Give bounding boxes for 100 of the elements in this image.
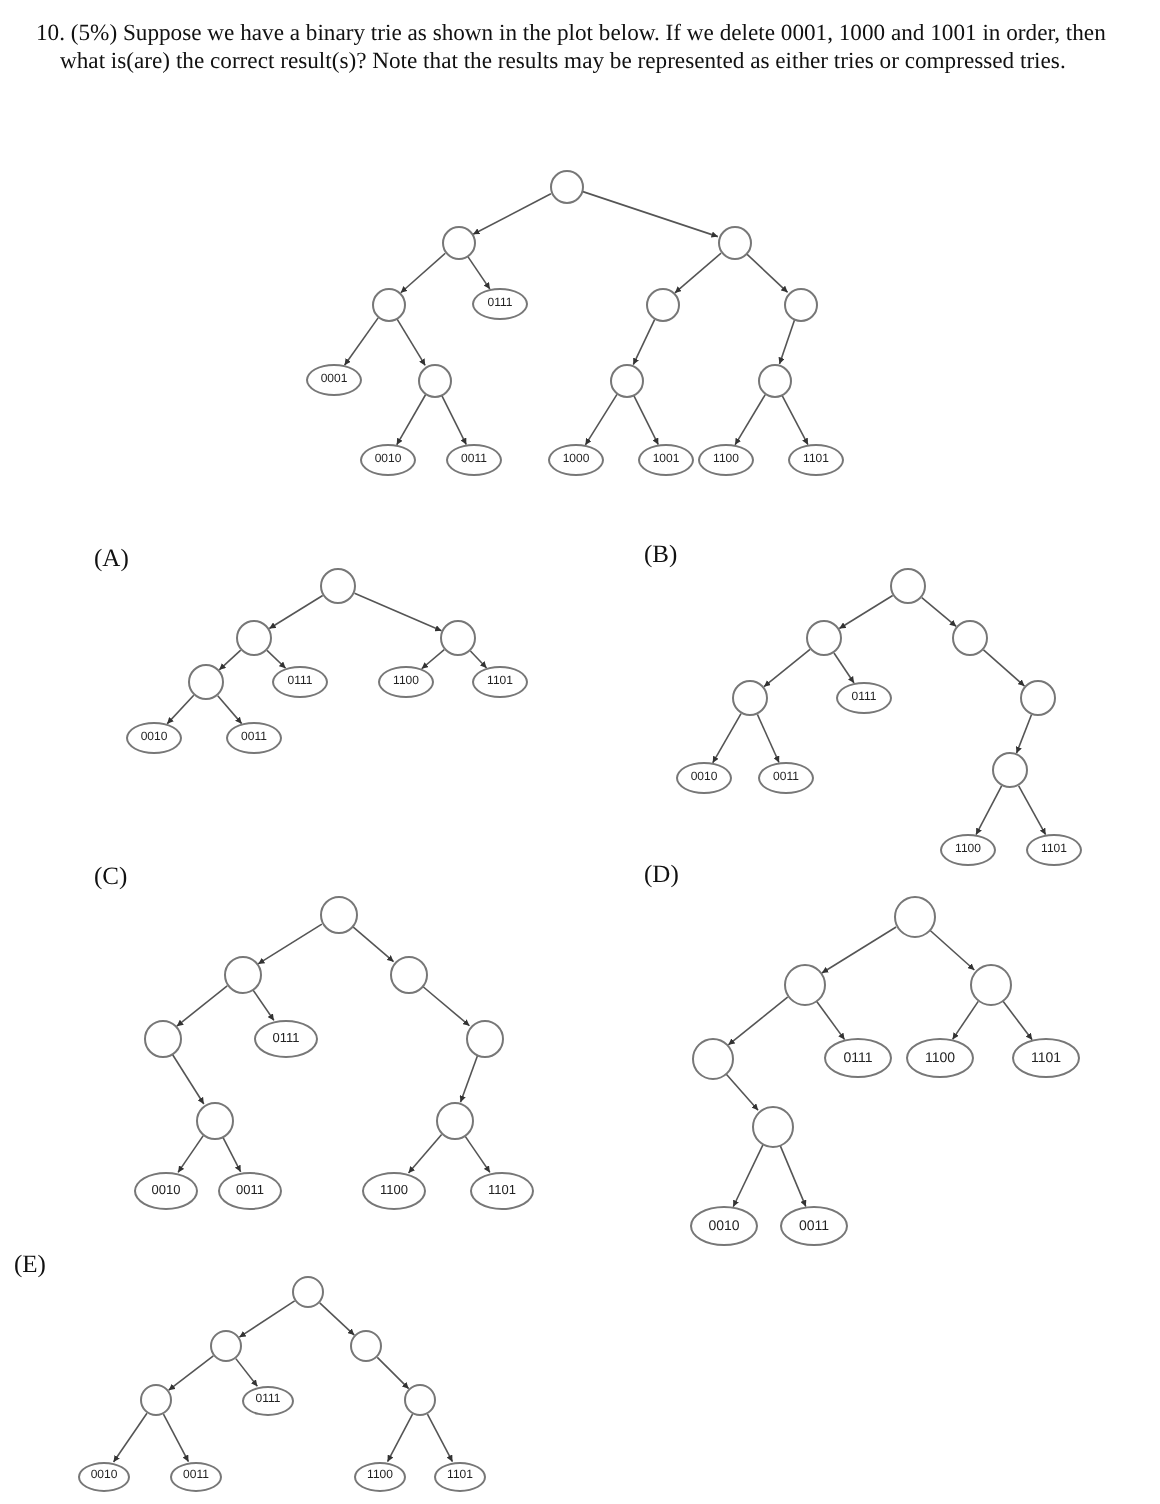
arrow [584,393,618,446]
arrow [376,1356,410,1390]
arrow [176,985,228,1027]
trie-node-circle [417,363,451,397]
option-label: (C) [94,862,128,892]
arrow [756,713,780,764]
arrow [466,255,491,290]
trie-node-circle [757,363,791,397]
arrow [251,988,275,1022]
trie-node-circle [143,1019,181,1057]
arrow [815,1000,846,1041]
trie-node-circle [195,1101,233,1139]
trie-node-circle [783,287,817,321]
arrow [221,1136,242,1173]
arrow [632,318,656,366]
arrow [177,1134,205,1174]
trie-node-circle [717,225,751,259]
arrow [396,317,426,367]
trie-node-circle [440,620,476,656]
arrow [440,394,468,446]
trie-node-circle [140,1384,172,1416]
trie-node-circle [783,963,825,1005]
arrow [763,648,811,688]
arrow [472,193,552,235]
arrow [268,594,324,630]
trie-node-circle [952,620,988,656]
trie-node-circle [236,620,272,656]
trie-node-circle [890,568,926,604]
option-label: (B) [644,540,678,570]
trie-node-circle [691,1037,733,1079]
arrow [162,1413,190,1463]
arrow [779,1144,807,1208]
arrow [238,1300,296,1338]
arrow [581,190,719,238]
arrow [734,393,767,446]
trie-node-circle [609,363,643,397]
arrow [459,1055,479,1103]
arrow [469,650,488,669]
arrow [351,925,395,963]
arrow [407,1133,443,1174]
trie-node-circle [441,225,475,259]
trie-node-circle [223,955,261,993]
arrow [463,1134,491,1174]
arrow [395,393,427,446]
arrow [112,1412,148,1463]
arrow [343,317,379,366]
trie-node-circle [210,1330,242,1362]
arrow [928,929,976,971]
arrow [235,1357,259,1388]
trie-node-circle [435,1101,473,1139]
trie-node-circle [645,287,679,321]
arrow [674,252,722,294]
arrow [745,252,789,294]
trie-node-circle [320,568,356,604]
trie-node-circle [806,620,842,656]
question-text: 10. (5%) Suppose we have a binary trie as shown in the plot below. If we delete 0001, 1000 and 1001 in order, then what is(are) the correct result(s)? Note that the results may be represented as either tries or compressed tries. [36,20,1108,76]
trie-node-circle [350,1330,382,1362]
arrow [216,694,243,725]
arrow [778,319,796,365]
arrow [732,1144,764,1208]
arrow [1015,714,1033,754]
arrow [420,648,446,670]
trie-node-circle [389,955,427,993]
trie-node-circle [371,287,405,321]
arrow [632,394,660,446]
arrow [257,923,323,965]
trie-node-circle [1020,680,1056,716]
arrow [838,594,894,630]
trie-node-circle [404,1384,436,1416]
arrow [975,785,1003,836]
arrow [725,1072,759,1112]
arrow [1017,784,1047,836]
arrow [821,926,897,974]
arrow [171,1053,205,1105]
option-label: (E) [14,1250,46,1280]
arrow [399,252,447,294]
arrow [951,1000,980,1041]
arrow [353,592,443,632]
arrow [982,649,1026,687]
trie-node-circle [992,752,1028,788]
trie-node-circle [549,169,583,203]
arrow [167,1354,215,1392]
arrow [1001,999,1033,1041]
arrow [318,1302,356,1336]
arrow [386,1413,414,1463]
arrow [166,694,195,725]
trie-node-circle [188,664,224,700]
arrow [266,649,287,670]
arrow [921,596,957,628]
arrow [421,985,471,1027]
trie-node-circle [292,1276,324,1308]
trie-node-circle [465,1019,503,1057]
arrow [218,649,242,671]
arrow [833,652,855,684]
arrow [711,712,742,764]
trie-node-circle [751,1105,793,1147]
option-label: (A) [94,544,129,574]
option-label: (D) [644,860,679,890]
trie-node-circle [319,895,357,933]
arrow [426,1413,454,1463]
